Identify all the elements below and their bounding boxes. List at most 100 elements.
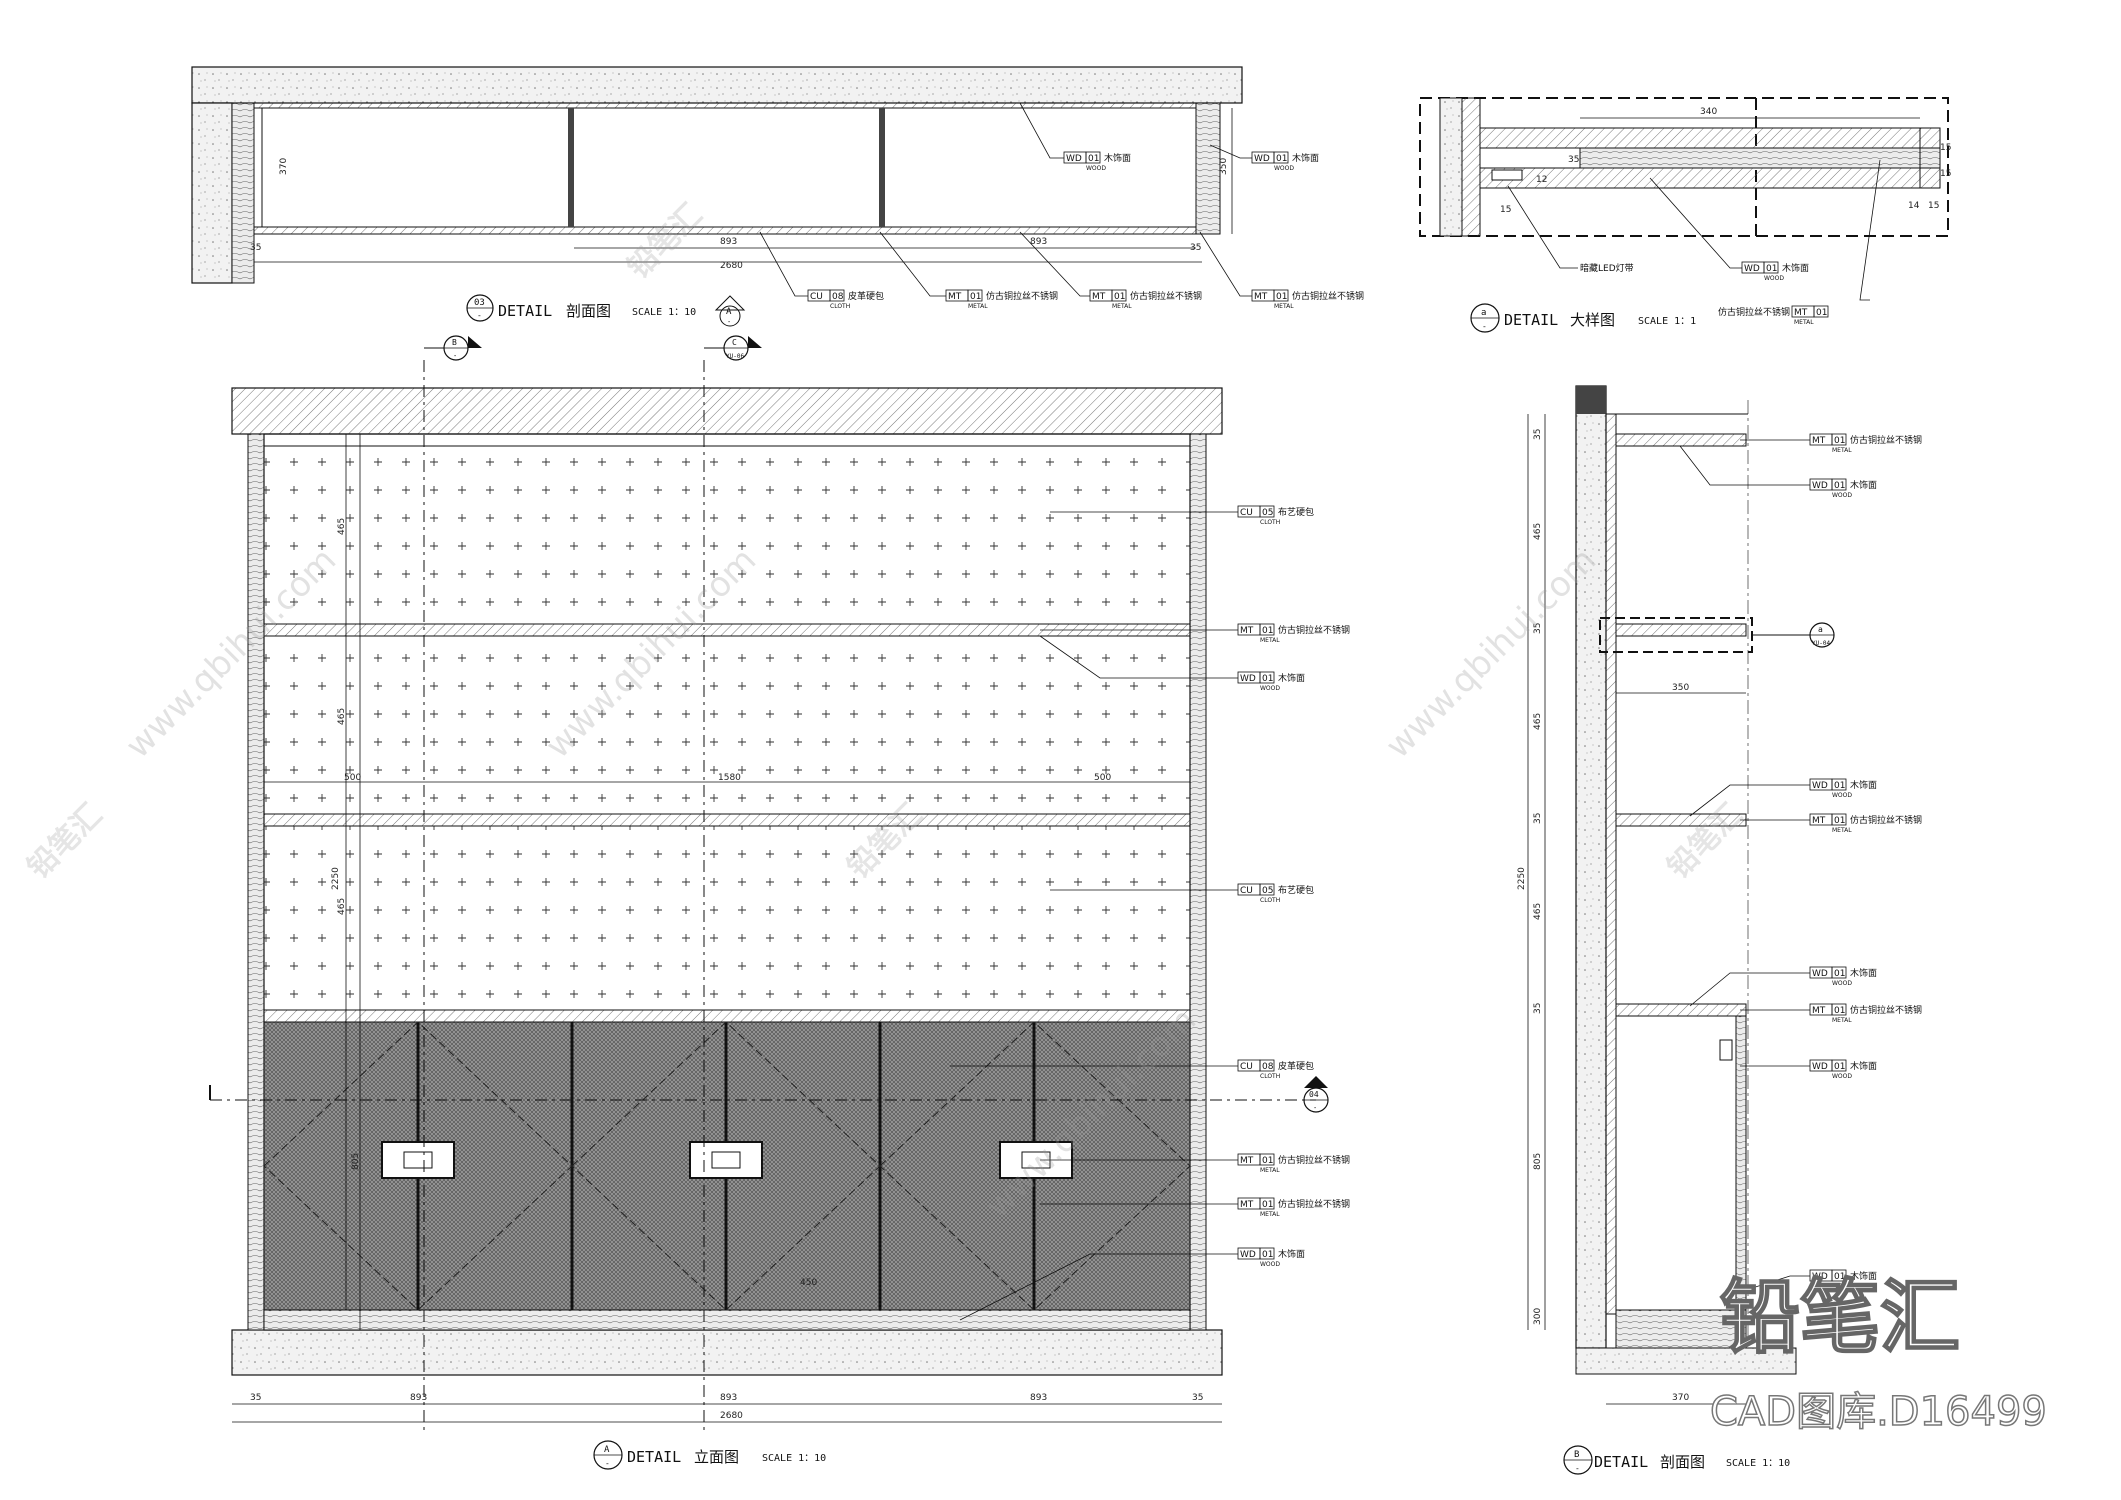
svg-text:CLOTH: CLOTH xyxy=(1260,519,1280,526)
svg-text:805: 805 xyxy=(1533,1153,1543,1170)
handle-1 xyxy=(381,1141,455,1179)
svg-text:15: 15 xyxy=(1928,201,1939,211)
elev-tag-2: WD 01 木饰面 WOOD xyxy=(1237,671,1305,692)
top-title-scale: SCALE 1：10 xyxy=(632,307,696,318)
svg-text:893: 893 xyxy=(1030,1393,1047,1403)
side-title-cn: 剖面图 xyxy=(1660,1453,1705,1471)
svg-text:-: - xyxy=(1482,322,1487,331)
svg-text:木饰面: 木饰面 xyxy=(1850,1270,1877,1282)
svg-text:MT: MT xyxy=(1240,626,1254,636)
svg-text:木饰面: 木饰面 xyxy=(1104,152,1131,164)
svg-text:350: 350 xyxy=(1672,683,1689,693)
svg-text:340: 340 xyxy=(1700,107,1717,117)
svg-text:01: 01 xyxy=(1834,969,1845,979)
elev-shelf-2 xyxy=(263,813,1191,827)
svg-text:WOOD: WOOD xyxy=(1274,165,1294,172)
svg-text:CLOTH: CLOTH xyxy=(830,303,850,310)
elev-left-jamb xyxy=(247,433,265,1331)
svg-text:木饰面: 木饰面 xyxy=(1278,1248,1305,1260)
top-leaders xyxy=(759,102,1252,297)
svg-text:仿古铜拉丝不锈钢: 仿古铜拉丝不锈钢 xyxy=(1130,290,1202,302)
svg-text:A: A xyxy=(604,1445,610,1455)
svg-text:WD: WD xyxy=(1812,781,1828,791)
detail-title-scale: SCALE 1：1 xyxy=(1638,316,1696,327)
svg-text:WOOD: WOOD xyxy=(1260,685,1280,692)
svg-text:450: 450 xyxy=(800,1278,817,1288)
svg-text:03: 03 xyxy=(474,298,485,308)
svg-text:木饰面: 木饰面 xyxy=(1850,779,1877,791)
svg-text:METAL: METAL xyxy=(968,303,988,310)
svg-text:12: 12 xyxy=(1536,175,1547,185)
svg-text:A: A xyxy=(726,307,732,317)
svg-text:300: 300 xyxy=(1533,1308,1543,1325)
svg-text:CU: CU xyxy=(1240,1062,1253,1072)
svg-text:-: - xyxy=(605,1459,610,1468)
side-tag-1: WD 01 木饰面 WOOD xyxy=(1809,478,1877,499)
elev-tag-4: CU 08 皮革硬包 CLOTH xyxy=(1237,1059,1314,1080)
top-ref-marker xyxy=(719,305,741,327)
svg-text:B: B xyxy=(452,338,457,347)
detail-wall-finish xyxy=(1461,97,1481,237)
svg-text:465: 465 xyxy=(1533,523,1543,540)
svg-text:WD: WD xyxy=(1240,674,1256,684)
svg-text:370: 370 xyxy=(1672,1393,1689,1403)
side-shelf-1 xyxy=(1615,433,1747,447)
svg-text:WD: WD xyxy=(1812,969,1828,979)
svg-text:05: 05 xyxy=(1262,886,1273,896)
top-dim-height-right: 350 xyxy=(1219,158,1229,175)
svg-text:仿古铜拉丝不锈钢: 仿古铜拉丝不锈钢 xyxy=(1850,814,1922,826)
top-dim-span1: 893 xyxy=(720,237,737,247)
elev-tag-3: CU 05 布艺硬包 CLOTH xyxy=(1237,883,1314,904)
svg-text:01: 01 xyxy=(1276,292,1287,302)
svg-text:WD: WD xyxy=(1066,154,1082,164)
svg-text:仿古铜拉丝不锈钢: 仿古铜拉丝不锈钢 xyxy=(1278,1154,1350,1166)
elev-tag-5: MT 01 仿古铜拉丝不锈钢 METAL xyxy=(1237,1153,1350,1174)
svg-text:MT: MT xyxy=(1092,292,1106,302)
watermark-logo-brand: 铅笔汇 xyxy=(1720,1271,1960,1364)
svg-text:01: 01 xyxy=(1834,481,1845,491)
watermark-logo: 铅笔汇 CAD图库.D16499 xyxy=(1709,1270,2047,1436)
svg-text:805: 805 xyxy=(351,1153,361,1170)
elev-shelf-3 xyxy=(263,1009,1191,1023)
top-title-word: DETAIL xyxy=(498,302,552,320)
top-left-wall xyxy=(191,102,233,284)
svg-text:2250: 2250 xyxy=(1517,867,1527,890)
svg-text:METAL: METAL xyxy=(1112,303,1132,310)
detail-title-word: DETAIL xyxy=(1504,311,1558,329)
watermark-brand-1: 铅笔汇 xyxy=(21,797,109,885)
svg-text:YU-04: YU-04 xyxy=(1812,640,1830,647)
watermark-brand-4: 铅笔汇 xyxy=(621,197,709,285)
detail-frame xyxy=(1419,97,1949,237)
svg-text:WD: WD xyxy=(1254,154,1270,164)
elev-door-swing-lines xyxy=(263,1021,1191,1311)
side-tag-6: WD 01 木饰面 WOOD xyxy=(1809,1059,1877,1080)
svg-text:35: 35 xyxy=(1533,813,1543,824)
top-dim-height: 370 xyxy=(279,158,289,175)
svg-text:CU: CU xyxy=(810,292,823,302)
elev-leaders xyxy=(950,511,1238,1321)
svg-text:布艺硬包: 布艺硬包 xyxy=(1278,506,1314,518)
top-right-panel xyxy=(1195,102,1221,235)
svg-text:2250: 2250 xyxy=(331,867,341,890)
side-tag-7: WD 01 木饰面 WOOD xyxy=(1809,1269,1877,1290)
detail-tag-2: 仿古铜拉丝不锈钢 MT 01 METAL xyxy=(1718,305,1829,326)
svg-text:893: 893 xyxy=(720,1393,737,1403)
svg-text:木饰面: 木饰面 xyxy=(1850,479,1877,491)
svg-text:CU: CU xyxy=(1240,886,1253,896)
svg-text:2680: 2680 xyxy=(720,1411,743,1421)
svg-text:35: 35 xyxy=(1192,1393,1203,1403)
svg-text:14: 14 xyxy=(1908,201,1920,211)
svg-text:仿古铜拉丝不锈钢: 仿古铜拉丝不锈钢 xyxy=(1278,1198,1350,1210)
top-title-cn: 剖面图 xyxy=(566,302,611,320)
svg-text:MT: MT xyxy=(1254,292,1268,302)
svg-text:WOOD: WOOD xyxy=(1832,1283,1852,1290)
svg-text:05: 05 xyxy=(1262,508,1273,518)
top-top-board xyxy=(253,102,1203,109)
svg-text:WOOD: WOOD xyxy=(1832,492,1852,499)
svg-text:35: 35 xyxy=(1568,155,1579,165)
svg-text:MT: MT xyxy=(1794,308,1808,318)
elev-cloth-panel-1 xyxy=(263,445,1191,625)
svg-text:仿古铜拉丝不锈钢: 仿古铜拉丝不锈钢 xyxy=(1718,306,1790,318)
svg-text:木饰面: 木饰面 xyxy=(1292,152,1319,164)
